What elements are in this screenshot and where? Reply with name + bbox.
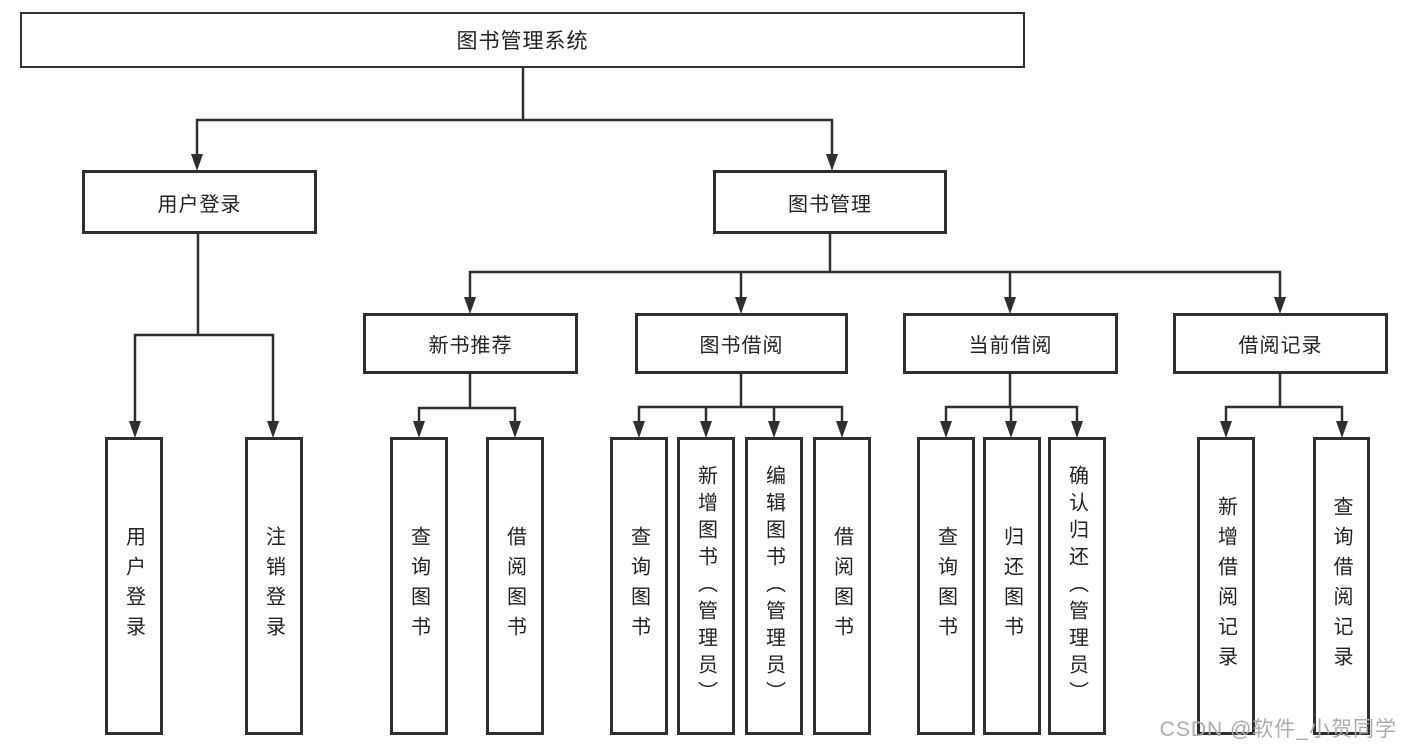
leaf-confirm-return-admin: 确认归还（管理员） xyxy=(1048,437,1106,735)
leaf-query-borrow-record: 查询借阅记录 xyxy=(1313,437,1370,735)
csdn-watermark: CSDN @软件_小贺同学 xyxy=(1159,718,1397,741)
leaf-query-books-current: 查询图书 xyxy=(917,437,975,735)
leaf-add-borrow-record: 新增借阅记录 xyxy=(1197,437,1255,735)
node-book-borrow: 图书借阅 xyxy=(635,313,848,374)
leaf-borrow-books-borrow: 借阅图书 xyxy=(813,437,871,735)
node-current-borrow: 当前借阅 xyxy=(903,313,1118,374)
node-root-system: 图书管理系统 xyxy=(20,12,1025,68)
node-user-login-label: 用户登录 xyxy=(157,193,242,216)
leaf-edit-book-admin: 编辑图书（管理员） xyxy=(745,437,803,735)
leaf-add-borrow-record-label: 新增借阅记录 xyxy=(1214,496,1237,676)
leaf-user-login: 用户登录 xyxy=(105,437,163,735)
leaf-logout: 注销登录 xyxy=(245,437,303,735)
node-root-label: 图书管理系统 xyxy=(456,30,589,53)
leaf-return-book: 归还图书 xyxy=(983,437,1041,735)
node-book-mgmt-label: 图书管理 xyxy=(788,193,872,216)
leaf-query-books-current-label: 查询图书 xyxy=(934,526,957,646)
leaf-query-books-borrow-label: 查询图书 xyxy=(627,526,650,646)
leaf-borrow-books-borrow-label: 借阅图书 xyxy=(830,526,853,646)
leaf-query-books-recommend-label: 查询图书 xyxy=(407,526,430,646)
leaf-edit-book-admin-label: 编辑图书（管理员） xyxy=(762,464,785,708)
leaf-user-login-label: 用户登录 xyxy=(122,526,145,646)
node-new-book-recommend-label: 新书推荐 xyxy=(428,335,513,357)
leaf-add-book-admin-label: 新增图书（管理员） xyxy=(694,464,717,708)
node-book-borrow-label: 图书借阅 xyxy=(699,335,784,357)
leaf-query-books-borrow: 查询图书 xyxy=(610,437,668,735)
node-borrow-records: 借阅记录 xyxy=(1173,313,1388,374)
leaf-borrow-books-recommend: 借阅图书 xyxy=(486,437,544,735)
node-borrow-records-label: 借阅记录 xyxy=(1238,335,1323,357)
leaf-return-book-label: 归还图书 xyxy=(1000,526,1023,646)
leaf-query-borrow-record-label: 查询借阅记录 xyxy=(1330,496,1352,676)
leaf-confirm-return-admin-label: 确认归还（管理员） xyxy=(1065,464,1088,708)
leaf-add-book-admin: 新增图书（管理员） xyxy=(677,437,735,735)
leaf-query-books-recommend: 查询图书 xyxy=(390,437,448,735)
node-book-mgmt: 图书管理 xyxy=(713,170,947,234)
node-new-book-recommend: 新书推荐 xyxy=(363,313,578,374)
node-current-borrow-label: 当前借阅 xyxy=(968,335,1053,357)
leaf-borrow-books-recommend-label: 借阅图书 xyxy=(503,526,526,646)
node-user-login: 用户登录 xyxy=(82,170,317,234)
leaf-logout-label: 注销登录 xyxy=(262,526,285,646)
